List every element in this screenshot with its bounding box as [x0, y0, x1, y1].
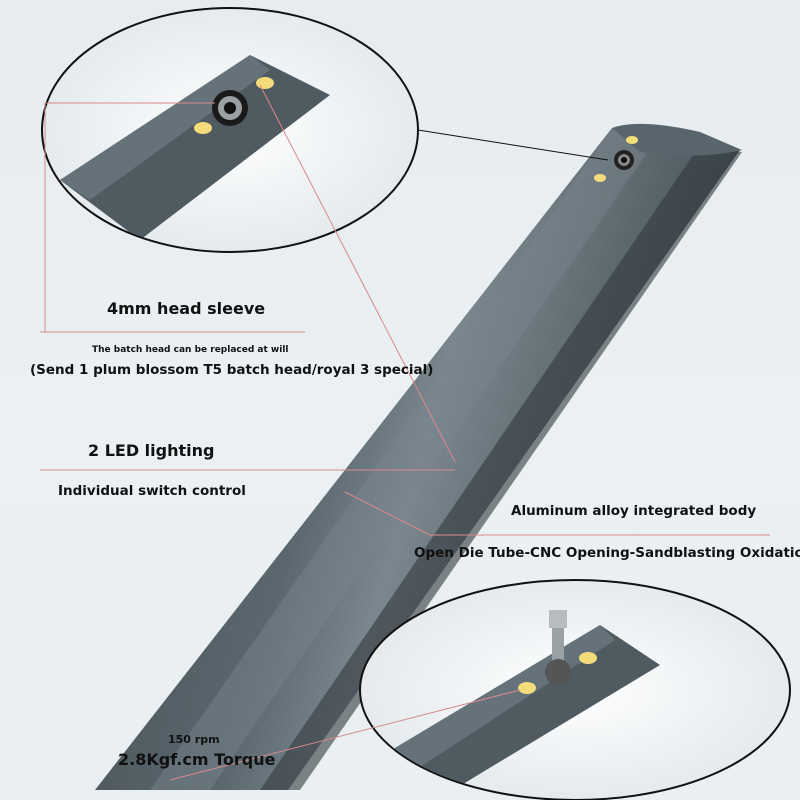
led-title: 2 LED lighting [88, 441, 215, 460]
body-detail: Open Die Tube-CNC Opening-Sandblasting O… [414, 545, 800, 561]
torque-label: 2.8Kgf.cm Torque [118, 750, 276, 769]
bottom-magnifier [359, 579, 791, 800]
leader-lines [40, 84, 770, 781]
body-head-socket-icon [614, 150, 634, 170]
speed-label: 150 rpm [168, 733, 220, 746]
top-magnifier [41, 7, 419, 253]
head-sleeve-note: The batch head can be replaced at will [92, 345, 289, 355]
magnifier-pointer-top [417, 129, 609, 161]
screwdriver-body [95, 123, 742, 790]
body-title: Aluminum alloy integrated body [511, 503, 757, 519]
head-sleeve-detail: (Send 1 plum blossom T5 batch head/royal… [30, 362, 434, 378]
head-sleeve-title: 4mm head sleeve [107, 299, 266, 318]
led-detail: Individual switch control [58, 483, 246, 499]
led-lamp-icon [594, 136, 638, 182]
